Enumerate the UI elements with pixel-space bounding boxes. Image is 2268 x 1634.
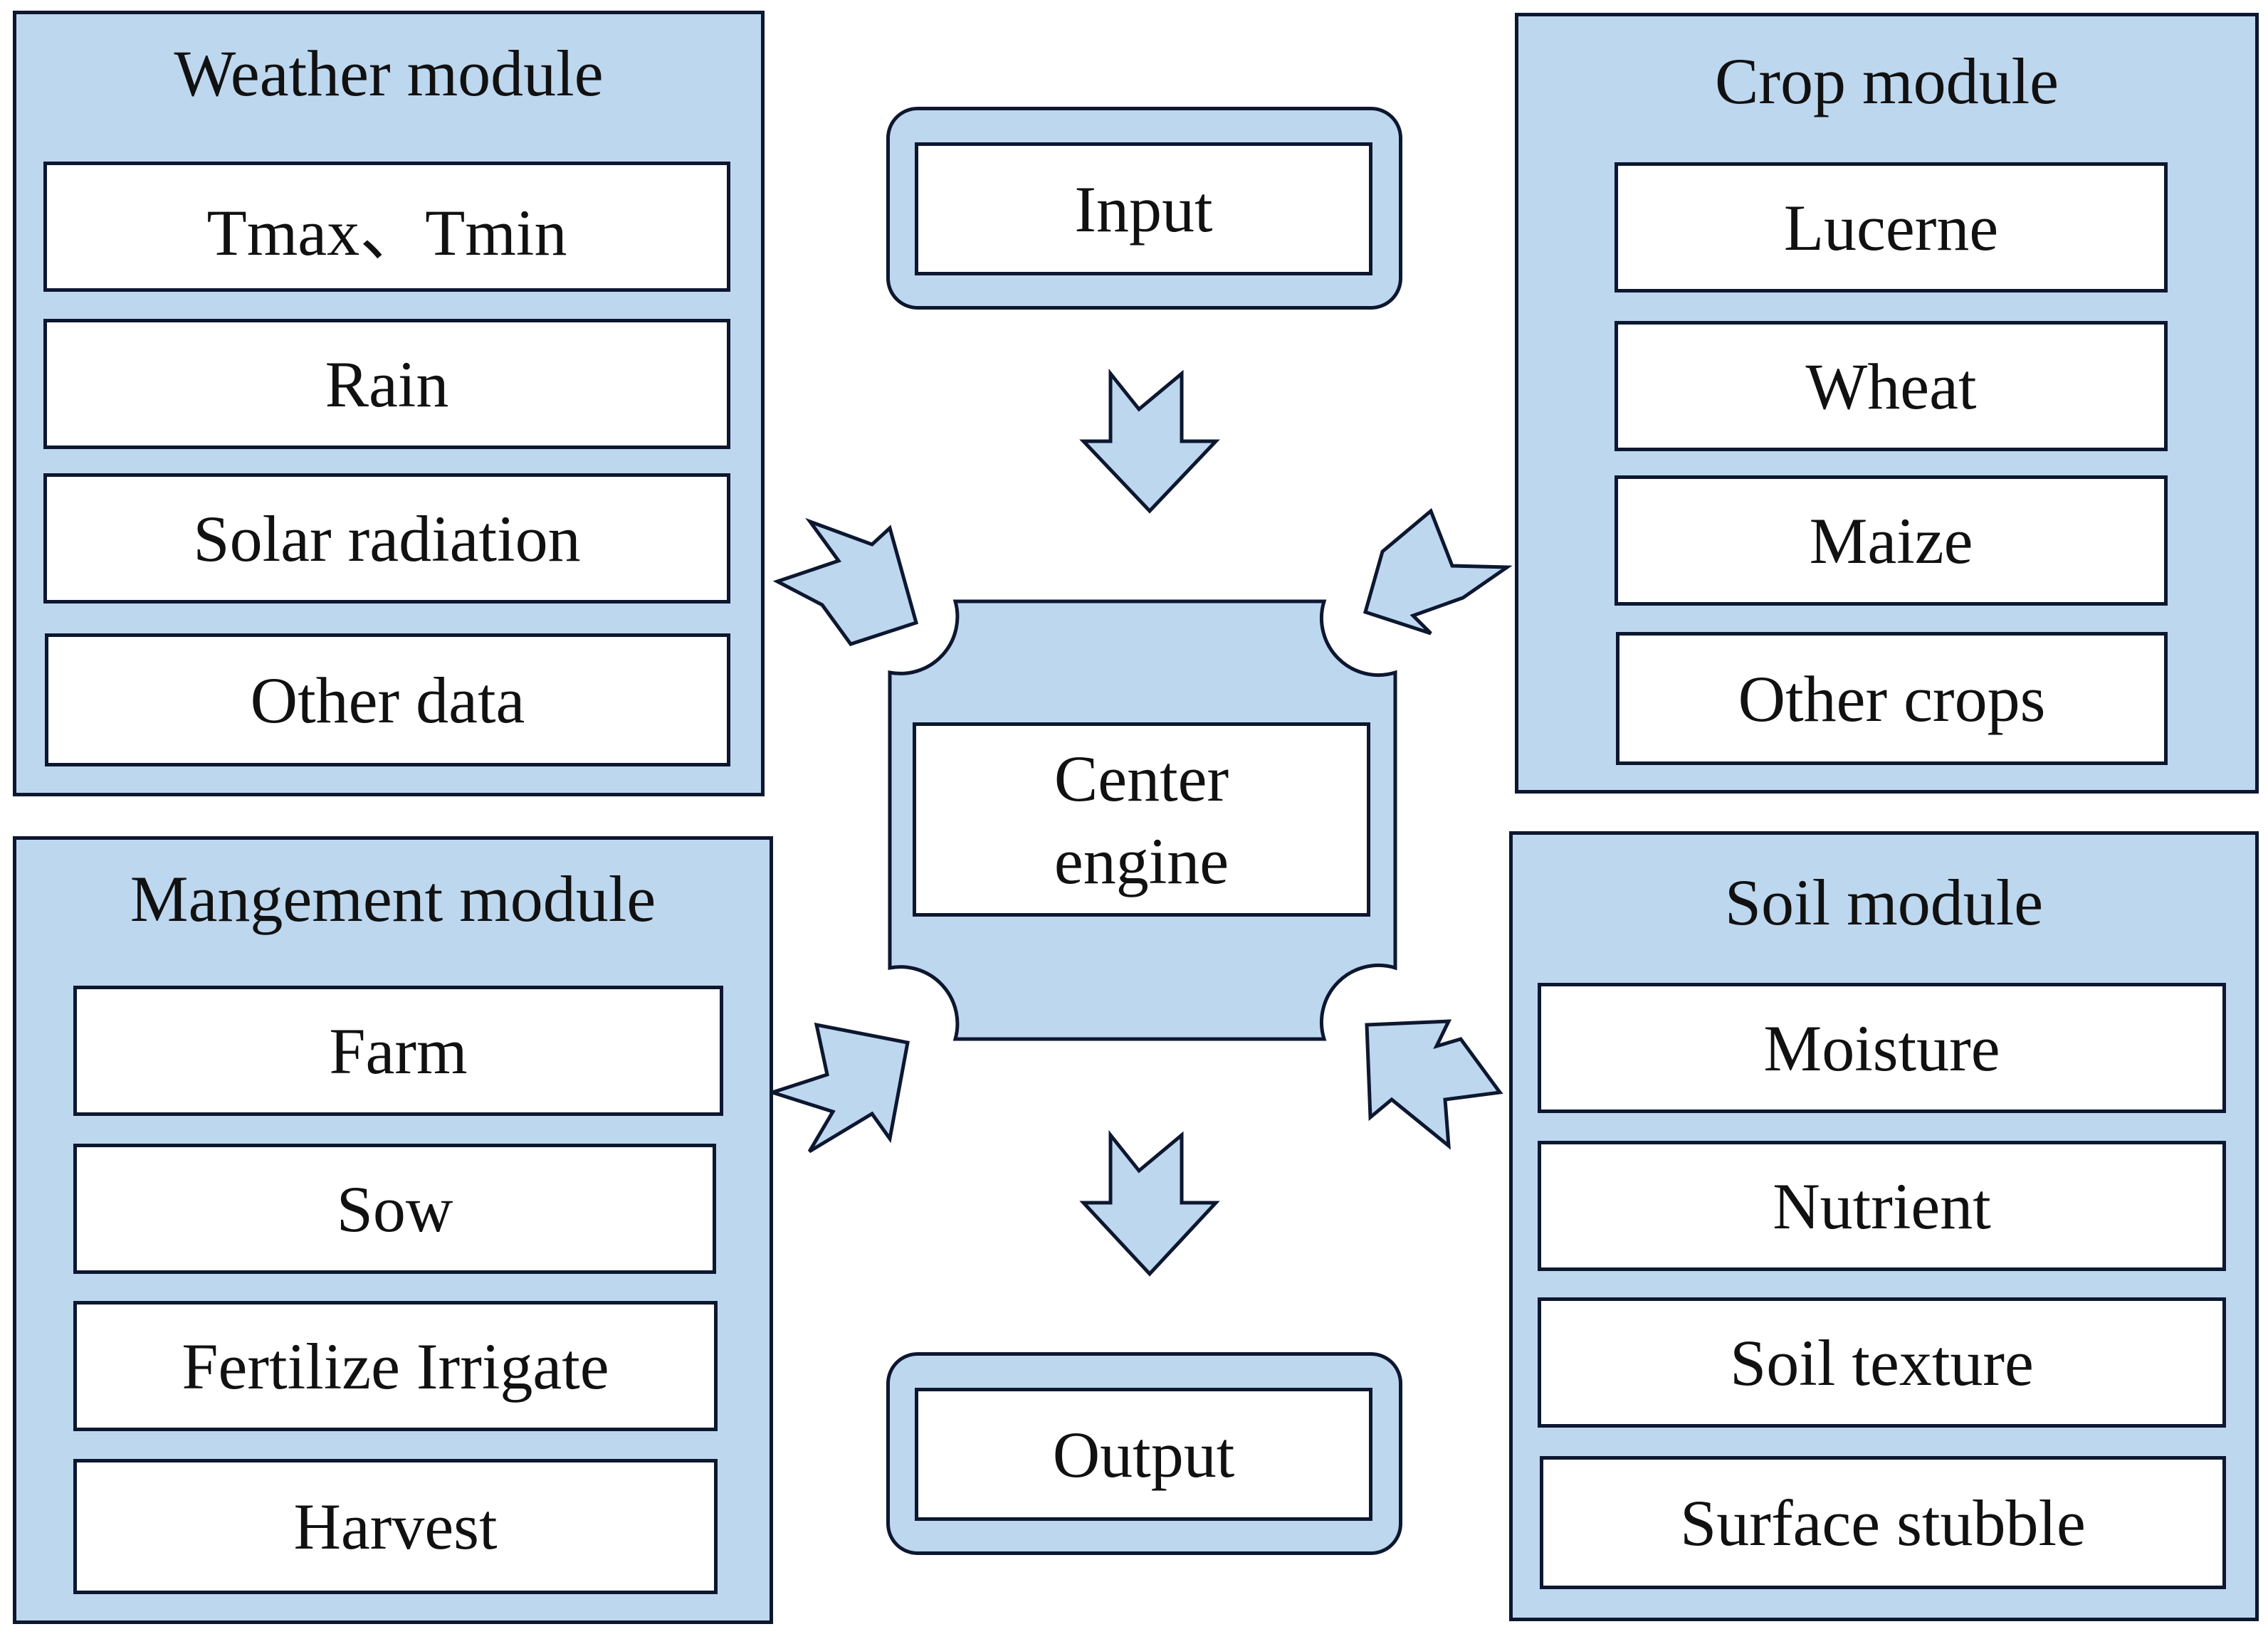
arrow-down-output [1079,1129,1220,1277]
arrow-soil-to-center [1365,1019,1503,1150]
soil-item-surface-stubble: Surface stubble [1540,1456,2226,1589]
management-module: Mangement module Farm Sow Fertilize Irri… [13,836,773,1624]
crop-item-maize: Maize [1615,475,2168,606]
arrow-down-input [1079,368,1220,514]
crop-module-title: Crop module [1715,45,2059,117]
output-label: Output [915,1388,1372,1521]
center-engine-line1: Center [1054,742,1229,815]
soil-item-moisture: Moisture [1538,983,2226,1113]
management-item-sow: Sow [73,1144,716,1274]
soil-item-soil-texture: Soil texture [1538,1297,2226,1428]
weather-item-tmax-tmin: Tmax、Tmin [43,162,730,292]
management-module-title: Mangement module [130,863,656,935]
weather-item-rain: Rain [43,319,730,449]
weather-item-other-data: Other data [45,633,730,766]
center-engine-line2: engine [1054,824,1229,897]
center-engine-label: Center engine [913,722,1370,917]
management-item-farm: Farm [73,986,723,1116]
soil-module-title: Soil module [1724,866,2044,939]
weather-module: Weather module Tmax、Tmin Rain Solar radi… [13,11,765,796]
arrow-crop-to-center [1363,507,1513,636]
crop-module: Crop module Lucerne Wheat Maize Other cr… [1515,13,2259,794]
soil-item-nutrient: Nutrient [1538,1141,2226,1271]
management-item-harvest: Harvest [73,1459,718,1594]
management-item-fertilize-irrigate: Fertilize Irrigate [73,1301,718,1431]
arrow-weather-to-center [772,517,919,646]
input-label: Input [915,142,1372,275]
weather-module-title: Weather module [174,37,604,110]
crop-item-wheat: Wheat [1615,321,2168,451]
arrow-management-to-center [766,1022,910,1154]
crop-item-other-crops: Other crops [1616,632,2168,765]
weather-item-solar-radiation: Solar radiation [43,473,730,603]
crop-item-lucerne: Lucerne [1615,162,2168,292]
soil-module: Soil module Moisture Nutrient Soil textu… [1509,831,2259,1621]
